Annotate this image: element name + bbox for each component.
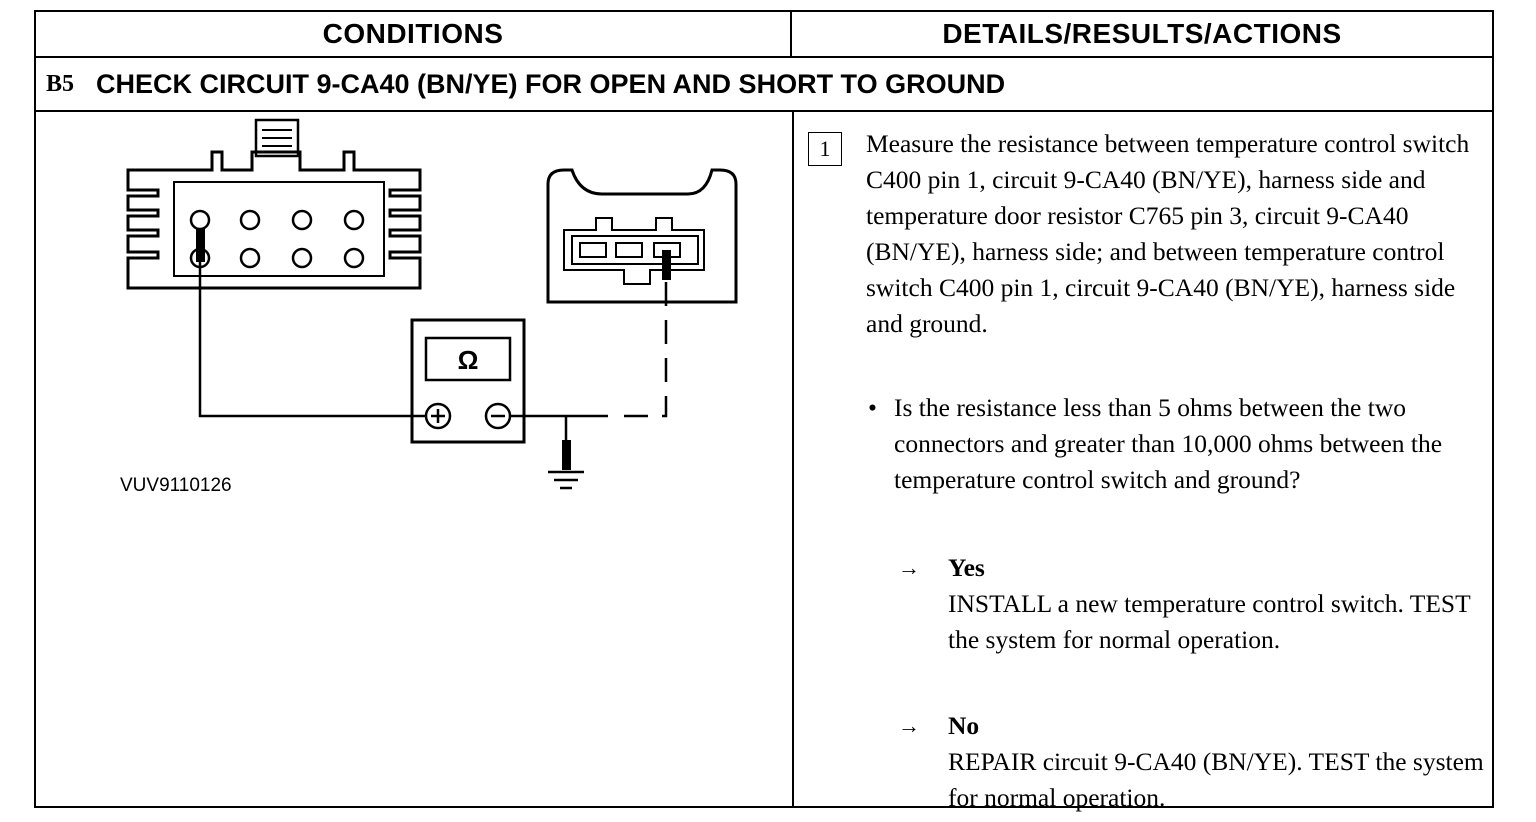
details-header: DETAILS/RESULTS/ACTIONS xyxy=(792,12,1492,58)
ground-symbol xyxy=(548,470,584,490)
dashed-resistor-lead xyxy=(624,262,668,418)
wiring-diagram-svg: Ω xyxy=(126,118,738,490)
arrow-right-icon: → xyxy=(898,555,920,580)
conditions-header: CONDITIONS xyxy=(36,12,792,58)
no-action: REPAIR circuit 9-CA40 (BN/YE). TEST the … xyxy=(948,747,1484,812)
resistor-connector-outline xyxy=(546,168,738,304)
switch-connector-outline xyxy=(126,150,422,290)
terminal-glyphs xyxy=(431,409,505,423)
figure-id: VUV9110126 xyxy=(120,475,232,496)
no-label: No xyxy=(948,711,980,740)
multimeter-display xyxy=(424,336,512,382)
ohm-symbol: Ω xyxy=(458,345,479,375)
yes-action: INSTALL a new temperature control switch… xyxy=(948,589,1471,654)
switch-connector-latch xyxy=(254,118,300,158)
yes-label: Yes xyxy=(948,553,985,582)
action-number: 1 xyxy=(808,132,842,166)
resistor-connector-socket xyxy=(563,217,705,285)
resistor-pin-1 xyxy=(579,242,607,258)
step-title-row: B5 CHECK CIRCUIT 9-CA40 (BN/YE) FOR OPEN… xyxy=(36,58,1492,112)
question-bullet: • Is the resistance less than 5 ohms bet… xyxy=(868,390,1454,498)
positive-test-lead xyxy=(198,230,426,418)
wiring-diagram: Ω xyxy=(36,112,792,532)
diagnostic-table: CONDITIONS DETAILS/RESULTS/ACTIONS B5 CH… xyxy=(34,10,1494,812)
switch-pin-cavities xyxy=(189,209,365,269)
question-text: Is the resistance less than 5 ohms betwe… xyxy=(894,393,1443,494)
bullet-icon: • xyxy=(868,393,877,422)
switch-pin-1 xyxy=(189,209,211,231)
switch-connector-face xyxy=(173,181,385,277)
step-code: B5 xyxy=(46,70,75,97)
probe-tip-ground xyxy=(562,440,571,470)
arrow-right-icon: → xyxy=(898,713,920,738)
multimeter-body xyxy=(410,318,526,444)
column-divider xyxy=(792,112,794,806)
probe-tip-resistor xyxy=(662,250,671,280)
step-title: CHECK CIRCUIT 9-CA40 (BN/YE) FOR OPEN AN… xyxy=(96,68,1006,99)
measure-instruction: Measure the resistance between temperatu… xyxy=(866,129,1470,338)
probe-tip-switch xyxy=(196,228,205,262)
resistor-pin-2 xyxy=(615,242,643,258)
